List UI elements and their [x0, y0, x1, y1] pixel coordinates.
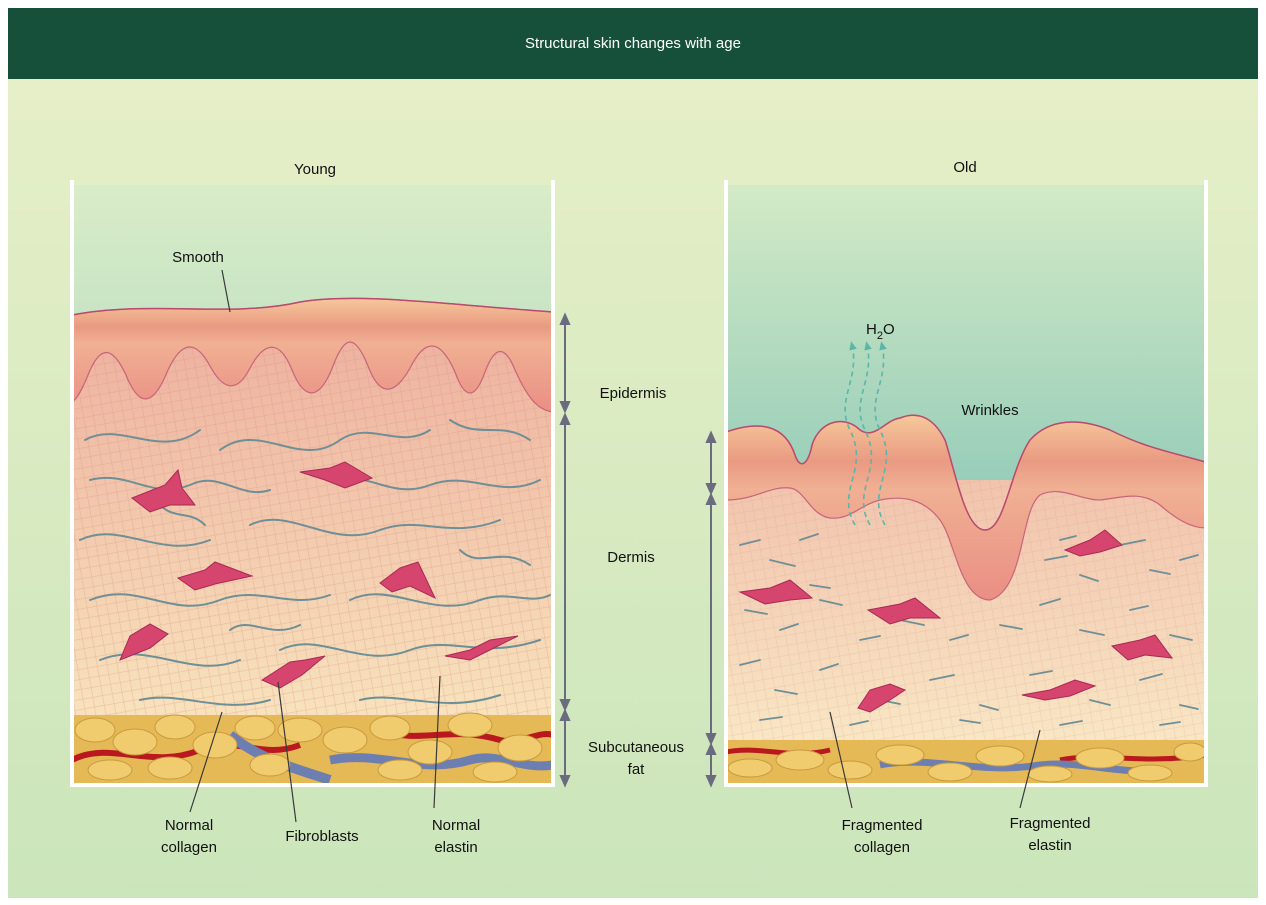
- normal-collagen-label-line1: Normal: [165, 817, 213, 834]
- fragmented-elastin-label-line2: elastin: [1028, 837, 1071, 854]
- normal-collagen-label-line2: collagen: [161, 839, 217, 856]
- fragmented-collagen-label-line1: Fragmented: [842, 817, 923, 834]
- young-skin-panel: [72, 180, 553, 785]
- subcutaneous-label-line2: fat: [628, 761, 646, 778]
- dermis-label: Dermis: [607, 549, 655, 566]
- normal-elastin-label-line1: Normal: [432, 817, 480, 834]
- fibroblasts-label: Fibroblasts: [285, 828, 358, 845]
- old-skin-panel: [726, 180, 1206, 785]
- normal-elastin-label-line2: elastin: [434, 839, 477, 856]
- young-panel-label: Young: [294, 161, 336, 178]
- smooth-label: Smooth: [172, 249, 224, 266]
- wrinkles-label: Wrinkles: [961, 402, 1018, 419]
- fragmented-collagen-label-line2: collagen: [854, 839, 910, 856]
- old-panel-label: Old: [953, 159, 976, 176]
- subcutaneous-label-line1: Subcutaneous: [588, 739, 684, 756]
- epidermis-label: Epidermis: [600, 385, 667, 402]
- fragmented-elastin-label-line1: Fragmented: [1010, 815, 1091, 832]
